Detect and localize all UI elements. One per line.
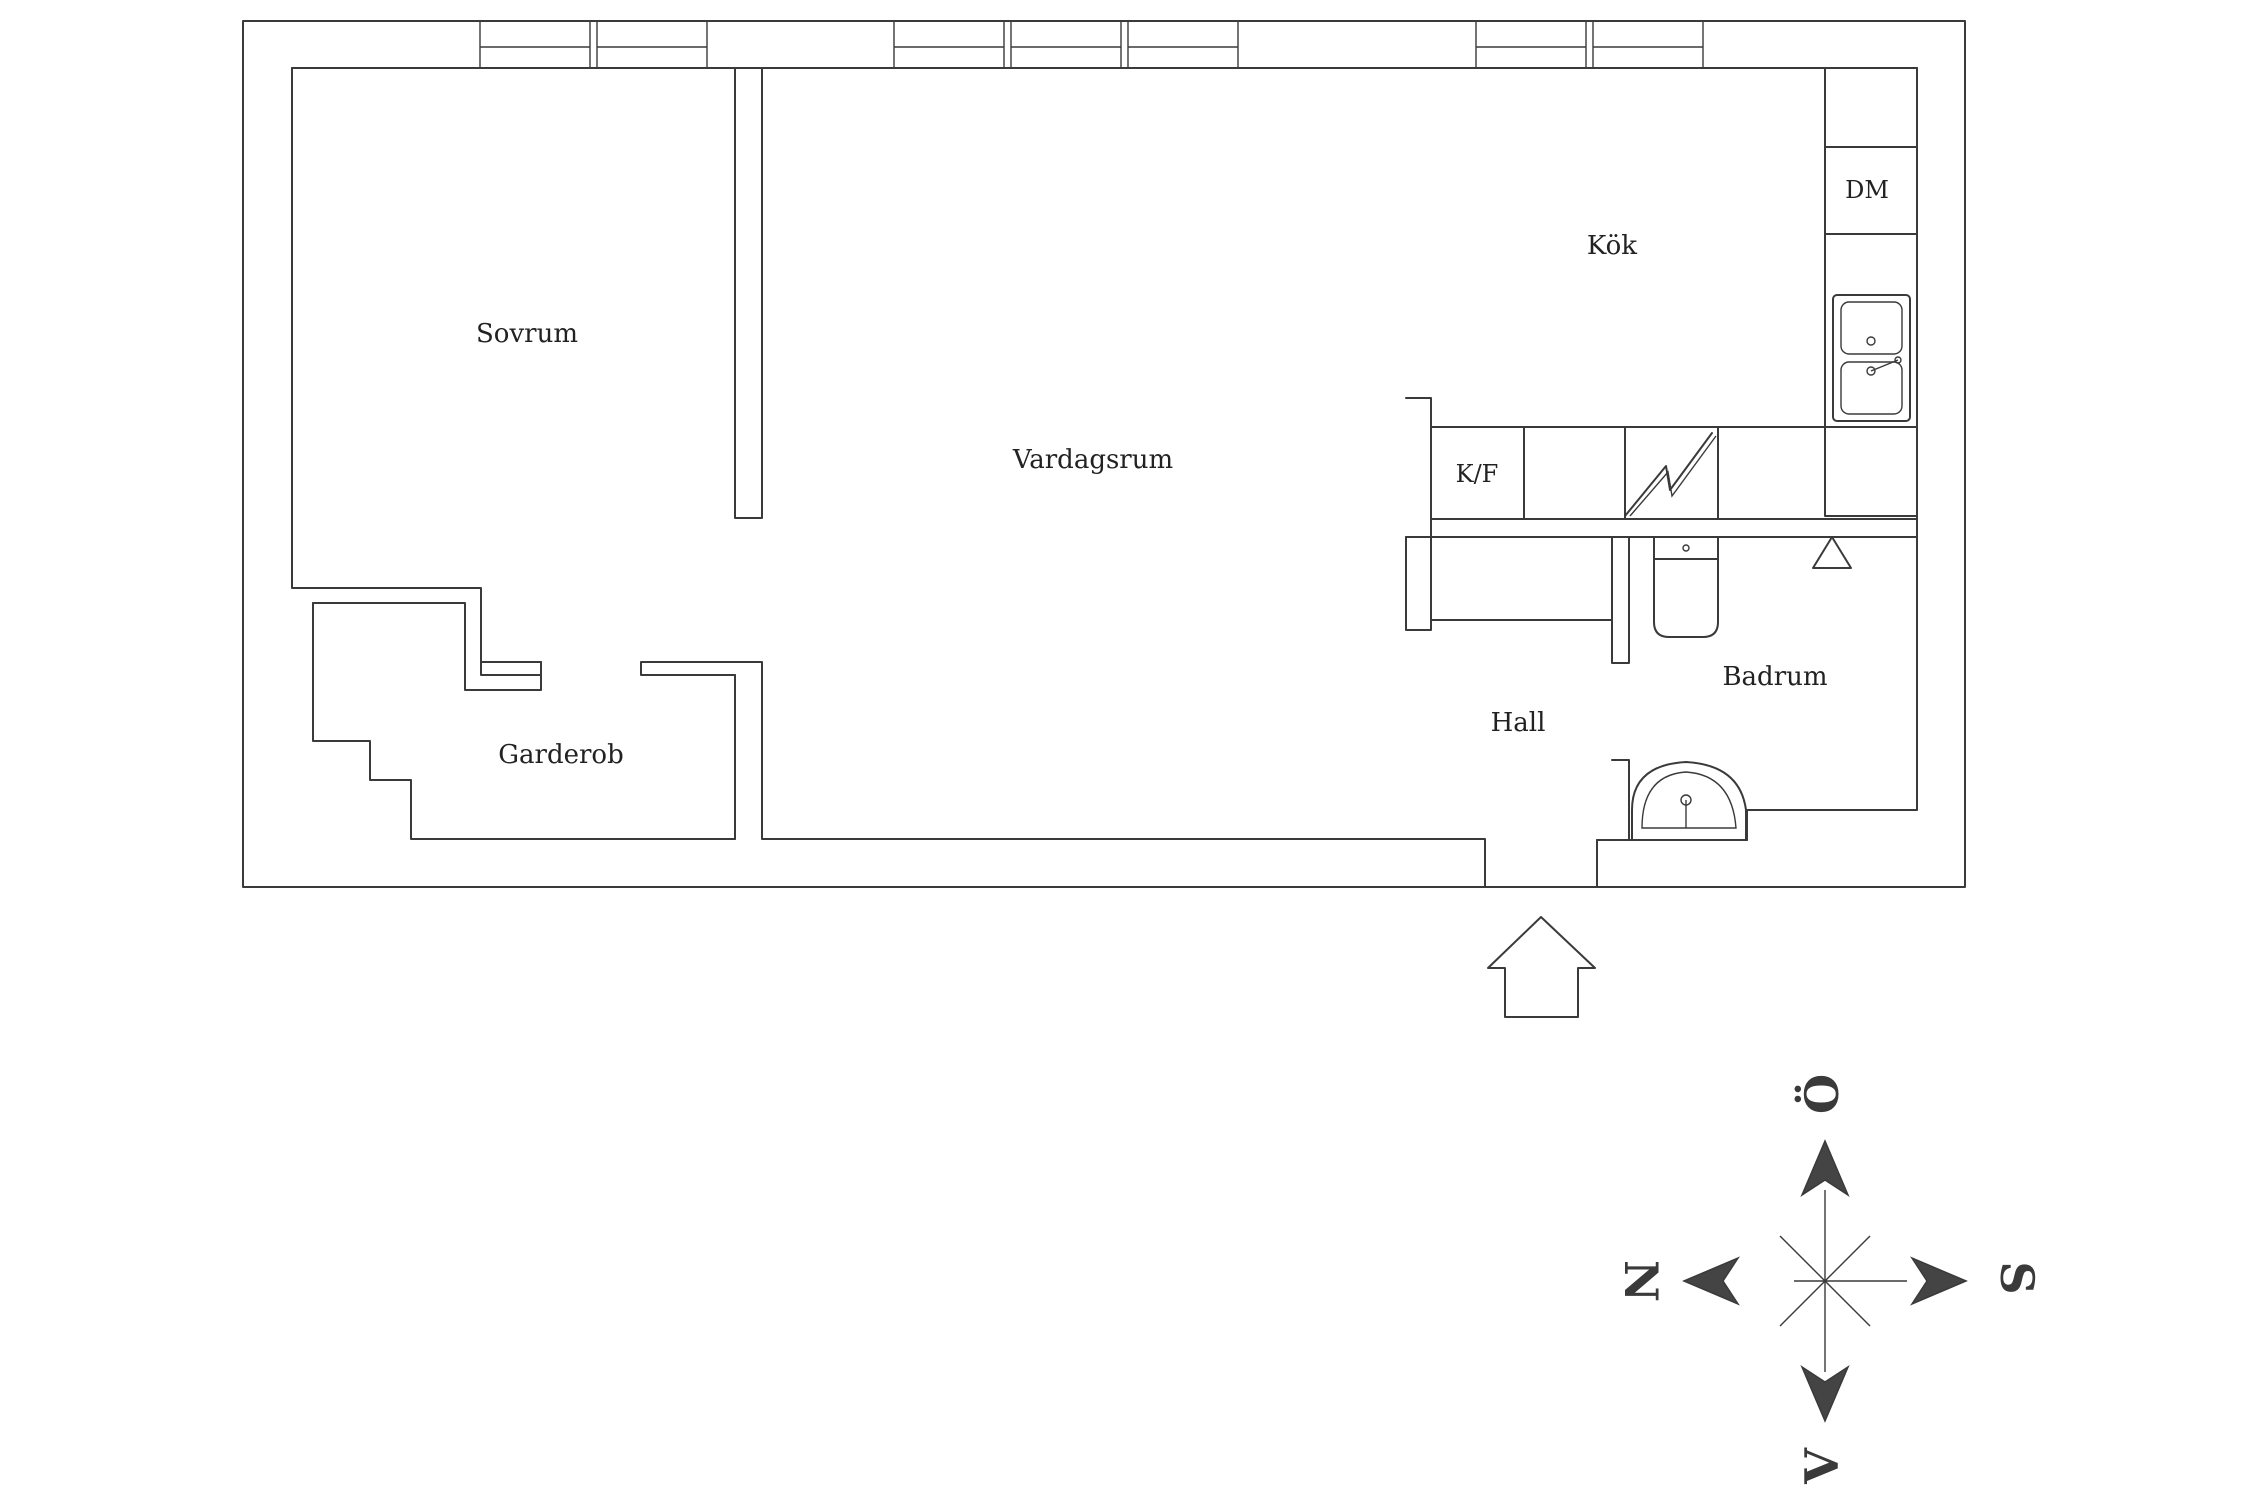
room-label-vardagsrum: Vardagsrum: [1012, 445, 1173, 475]
electric-icon: [1624, 432, 1717, 517]
bathroom-fixtures: [1631, 536, 1852, 841]
compass-label-east: Ö: [1794, 1074, 1849, 1114]
room-label-badrum: Badrum: [1722, 662, 1827, 692]
room-label-sovrum: Sovrum: [476, 319, 578, 349]
compass-label-north: N: [1614, 1260, 1668, 1302]
room-labels: Sovrum Vardagsrum Kök Garderob Hall Badr…: [476, 176, 1889, 770]
room-label-garderob: Garderob: [498, 740, 623, 770]
windows: [479, 20, 1704, 69]
compass-arrow-south-icon: [1910, 1256, 1968, 1306]
fixture-label-fridge-freezer: K/F: [1456, 460, 1499, 488]
ventilation-marker: [1812, 536, 1852, 569]
compass-arrow-north-icon: [1682, 1256, 1740, 1306]
room-label-hall: Hall: [1491, 708, 1546, 738]
kitchen-counter: [1430, 67, 1918, 520]
entrance-arrow-icon: [1487, 916, 1596, 1018]
interior-walls: [312, 67, 1918, 841]
compass-label-west: V: [1795, 1447, 1849, 1485]
toilet: [1653, 536, 1719, 638]
room-label-kok: Kök: [1587, 231, 1637, 261]
compass-arrow-east-icon: [1800, 1139, 1850, 1197]
kitchen-sink: [1832, 294, 1911, 422]
compass-label-south: S: [1990, 1261, 2044, 1294]
fixture-label-dishwasher: DM: [1845, 176, 1889, 204]
washbasin: [1631, 761, 1747, 841]
compass-rose: Ö N S V: [1614, 1074, 2044, 1485]
compass-arrow-west-icon: [1800, 1365, 1850, 1423]
